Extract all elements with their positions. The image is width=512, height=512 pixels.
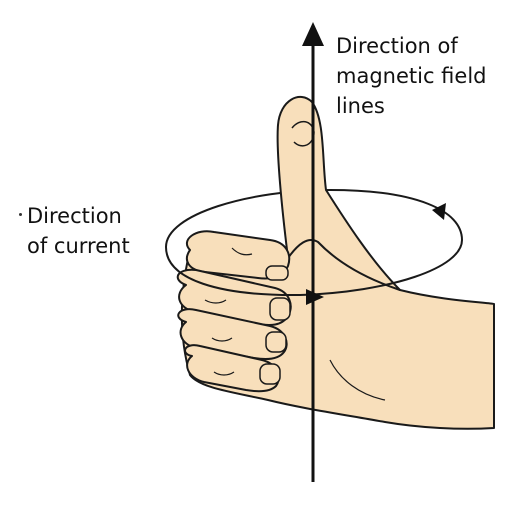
fingernail-index xyxy=(265,265,289,281)
margin-dot xyxy=(19,213,22,216)
magnetic-field-arrowhead xyxy=(302,22,324,46)
magnetic-field-label-line2: magnetic field xyxy=(336,64,487,88)
fingernail-little xyxy=(259,363,281,385)
field-loop-front xyxy=(165,239,463,297)
knuckle-creases xyxy=(204,247,386,401)
field-loop-arrowhead-back xyxy=(432,203,446,220)
fingernail-ring xyxy=(265,331,287,353)
fingernail-middle xyxy=(269,297,291,321)
magnetic-field-label: Direction of magnetic field lines xyxy=(336,31,487,121)
little-finger xyxy=(184,344,280,393)
field-loop-arrowhead-front xyxy=(306,289,324,305)
magnetic-field-label-line3: lines xyxy=(336,94,385,118)
current-label: Direction of current xyxy=(27,201,130,261)
current-label-line1: Direction xyxy=(27,204,122,228)
current-label-line2: of current xyxy=(27,234,130,258)
magnetic-field-label-line1: Direction of xyxy=(336,34,458,58)
field-loop-back xyxy=(165,188,463,248)
thumb xyxy=(276,96,401,291)
